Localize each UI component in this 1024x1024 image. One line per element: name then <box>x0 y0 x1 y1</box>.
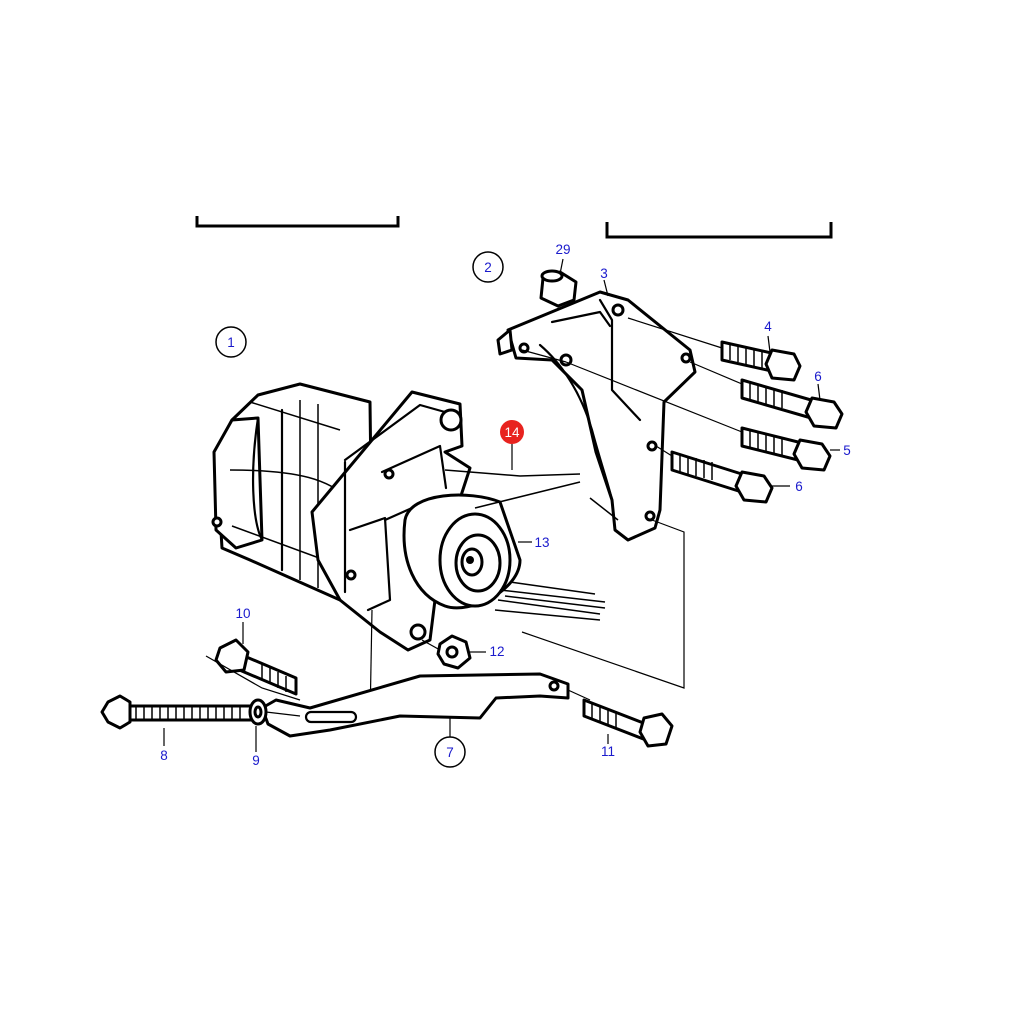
callout-5[interactable]: 5 <box>843 443 851 458</box>
callout-8[interactable]: 8 <box>160 748 168 763</box>
callout-9[interactable]: 9 <box>252 753 260 768</box>
bolt-6-upper <box>740 378 844 430</box>
section-bracket-left <box>195 216 400 228</box>
bolt-4 <box>720 340 802 382</box>
bolt-11 <box>582 698 674 748</box>
spacer-sleeve <box>539 269 578 308</box>
bolt-10 <box>205 638 301 701</box>
callout-3[interactable]: 3 <box>600 266 608 281</box>
callout-10[interactable]: 10 <box>235 606 250 621</box>
bolt-8 <box>100 694 254 730</box>
callout-6-upper[interactable]: 6 <box>814 369 822 384</box>
adjusting-arm <box>260 672 570 738</box>
svg-text:2: 2 <box>484 260 492 275</box>
bolt-5 <box>740 426 832 472</box>
group-marker-1[interactable]: 1 <box>215 326 247 358</box>
highlighted-callout-14[interactable]: 14 <box>500 420 524 444</box>
nut-12 <box>421 634 472 670</box>
callout-4[interactable]: 4 <box>764 319 772 334</box>
alternator <box>211 382 606 652</box>
mounting-bracket <box>496 290 697 542</box>
bolt-6-lower <box>670 450 774 504</box>
callout-12[interactable]: 12 <box>489 644 504 659</box>
svg-text:14: 14 <box>504 425 520 440</box>
svg-text:7: 7 <box>446 745 454 760</box>
callout-29[interactable]: 29 <box>555 242 570 257</box>
group-marker-7[interactable]: 7 <box>434 736 466 768</box>
section-bracket-right <box>605 222 833 239</box>
washer-9 <box>248 698 301 726</box>
group-marker-2[interactable]: 2 <box>472 251 504 283</box>
callout-11[interactable]: 11 <box>601 744 615 759</box>
callout-13[interactable]: 13 <box>534 535 549 550</box>
svg-text:1: 1 <box>227 335 235 350</box>
callout-6-lower[interactable]: 6 <box>795 479 803 494</box>
